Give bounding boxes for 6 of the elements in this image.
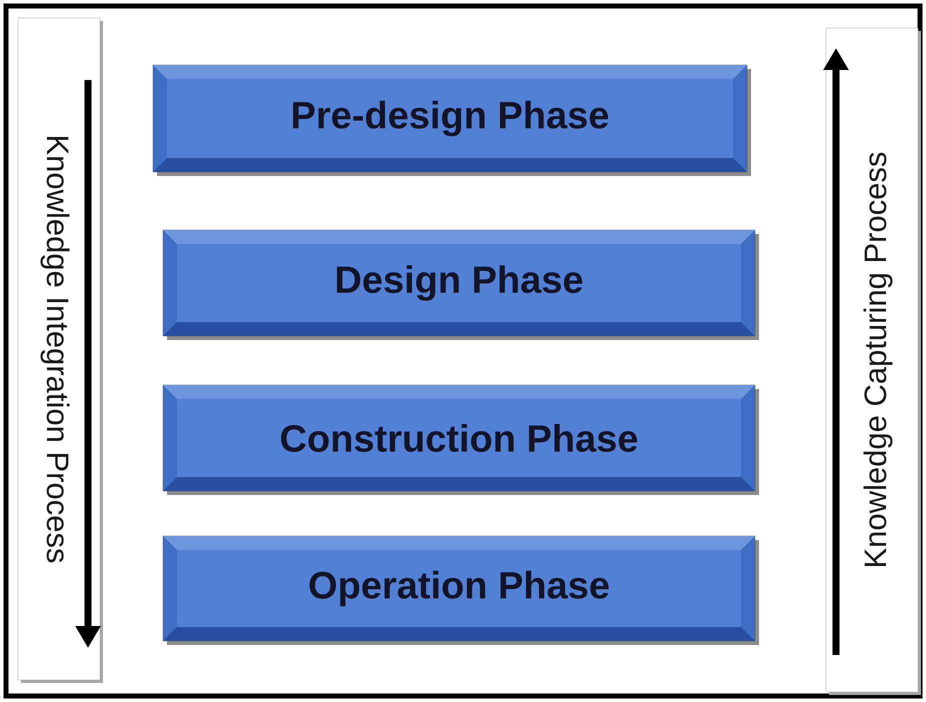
side-band: Knowledge Integration Process — [18, 18, 103, 683]
phase-box: Operation Phase — [162, 536, 759, 645]
side-band: Knowledge Capturing Process — [826, 28, 921, 695]
phase-box: Construction Phase — [162, 384, 759, 495]
phase-box: Pre-design Phase — [152, 64, 751, 176]
phase-box: Design Phase — [162, 230, 759, 340]
